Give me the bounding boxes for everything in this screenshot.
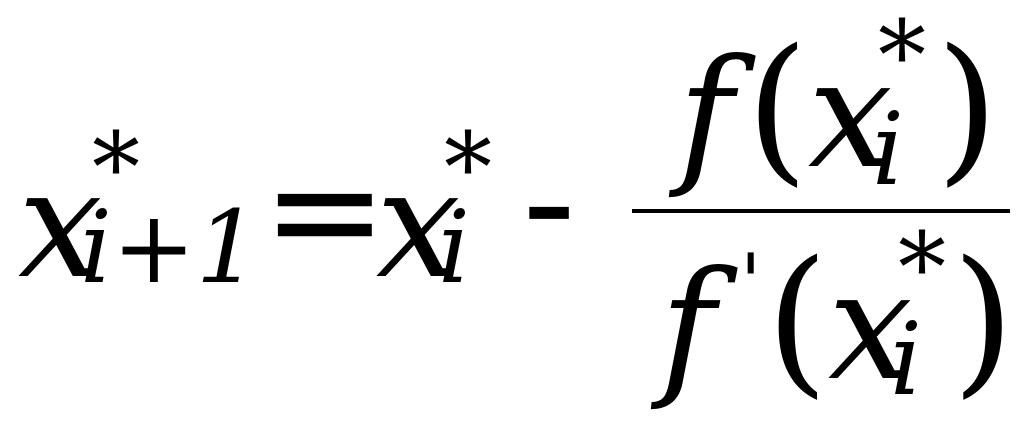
- denominator-subscript: i: [890, 301, 922, 418]
- fraction-bar: [632, 209, 1010, 213]
- lhs-subscript: i+1: [80, 198, 259, 298]
- lhs-superscript: *: [92, 112, 140, 224]
- denominator-open-paren: (: [766, 226, 829, 413]
- denominator-variable: x: [828, 240, 913, 414]
- rhs-variable: x: [376, 138, 461, 312]
- lhs-variable: x: [18, 138, 103, 312]
- minus-sign: -: [522, 116, 577, 290]
- denominator-function: f: [660, 240, 716, 414]
- numerator-subscript: i: [872, 91, 904, 208]
- rhs-superscript: *: [444, 112, 492, 224]
- numerator-variable: x: [808, 28, 893, 202]
- numerator-function: f: [678, 28, 734, 202]
- denominator-prime: ': [740, 238, 762, 328]
- lhs-subscript-text: i+1: [80, 189, 260, 306]
- denominator-close-paren: ): [952, 226, 1015, 413]
- numerator-open-paren: (: [746, 14, 809, 201]
- numerator-close-paren: ): [936, 14, 999, 201]
- numerator-superscript: *: [878, 0, 926, 112]
- denominator-superscript: *: [898, 212, 946, 324]
- equals-sign: =: [262, 124, 388, 298]
- rhs-subscript: i: [438, 189, 470, 306]
